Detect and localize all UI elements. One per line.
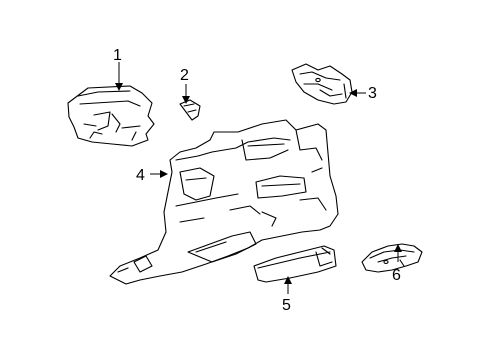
- callout-3: 3: [368, 85, 377, 102]
- callout-6: 6: [392, 267, 401, 284]
- callout-5: 5: [282, 297, 291, 314]
- callout-1: 1: [113, 47, 122, 64]
- part-1-trim-panel: [67, 85, 155, 147]
- callout-labels: 1 2 3 4 5 6: [113, 47, 401, 314]
- part-3-bracket: [291, 63, 353, 105]
- part-5-sill-trim: [253, 245, 337, 283]
- callout-2: 2: [180, 67, 189, 84]
- callout-4: 4: [136, 167, 145, 184]
- part-2-clip: [179, 99, 201, 121]
- leader-lines: [115, 62, 402, 294]
- part-6-bracket: [361, 243, 423, 273]
- part-4-quarter-panel: [109, 119, 339, 285]
